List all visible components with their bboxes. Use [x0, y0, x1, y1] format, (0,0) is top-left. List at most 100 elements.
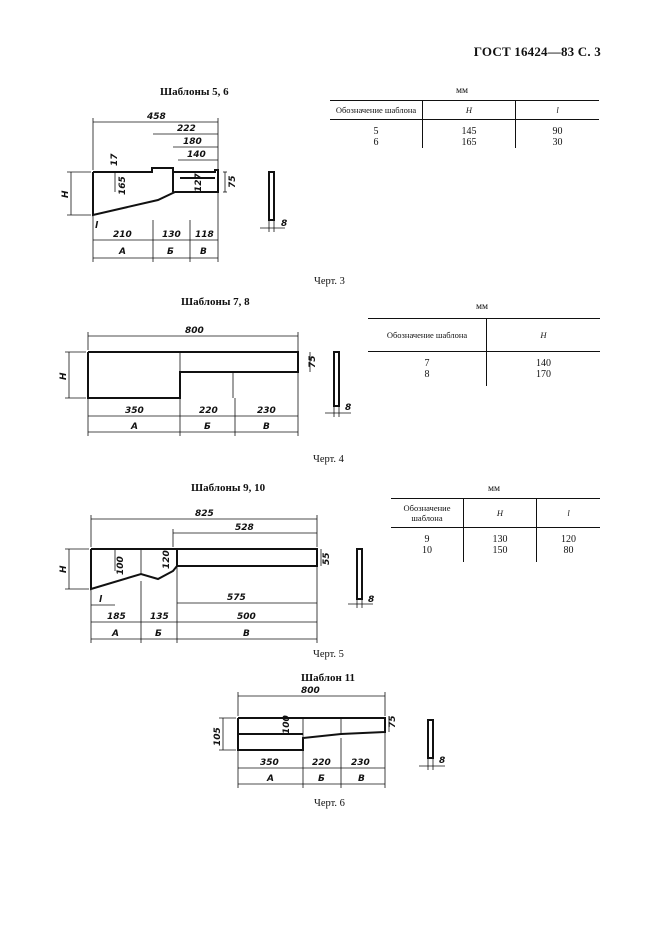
- dim-75: 75: [308, 355, 318, 368]
- figure-caption: Черт. 3: [314, 276, 345, 287]
- dim-overall: 458: [146, 112, 166, 122]
- table-unit: мм: [488, 484, 501, 494]
- page-header: ГОСТ 16424—83 С. 3: [473, 44, 601, 59]
- dim-l: l: [95, 221, 99, 231]
- cell-value: 130: [492, 534, 508, 545]
- dim-140: 140: [187, 150, 206, 160]
- figure-caption: Черт. 5: [313, 649, 344, 660]
- dim-127: 127: [194, 172, 204, 192]
- cell-value: 80: [563, 545, 574, 556]
- dim-thick: 8: [281, 219, 287, 229]
- table-unit: мм: [476, 302, 489, 312]
- table-unit: мм: [456, 86, 469, 96]
- dim-75: 75: [388, 715, 398, 728]
- col-header-l: l: [515, 100, 599, 120]
- cell-value: 8: [424, 369, 430, 380]
- zone-B: Б: [204, 422, 211, 432]
- dim-120: 120: [162, 550, 172, 569]
- figure-caption: Черт. 4: [313, 454, 344, 465]
- dim-222: 222: [177, 124, 196, 134]
- zone-B: Б: [167, 247, 174, 257]
- zone-A: А: [130, 422, 138, 432]
- drawing-templates-9-10: 825 528 100 120 55 H l 575 185 135 500 А…: [59, 509, 374, 643]
- cell-value: 6: [373, 137, 379, 148]
- figure-title: Шаблоны 9, 10: [191, 482, 266, 494]
- dim-H: H: [59, 372, 69, 380]
- col-header-H: H: [463, 498, 537, 528]
- dim-thick: 8: [368, 595, 374, 605]
- drawing-templates-7-8: 800 H 75 350 220 230 А Б В 8: [59, 326, 351, 436]
- dim-seg1: 350: [260, 758, 279, 768]
- dim-seg1: 210: [113, 230, 132, 240]
- zone-A: А: [111, 629, 119, 639]
- figure-title: Шаблоны 5, 6: [160, 86, 229, 98]
- dim-100: 100: [116, 556, 126, 575]
- cell-value: 120: [561, 534, 576, 545]
- cell-value: 5: [373, 126, 379, 137]
- dim-528: 528: [235, 523, 254, 533]
- cell-value: 165: [461, 137, 477, 148]
- dim-seg3: 230: [351, 758, 370, 768]
- dim-thick: 8: [345, 403, 351, 413]
- dim-seg2: 130: [162, 230, 181, 240]
- dim-seg3: 118: [195, 230, 214, 240]
- zone-V: В: [358, 774, 365, 784]
- zone-B: Б: [155, 629, 162, 639]
- dim-l: l: [99, 595, 103, 605]
- dim-105: 105: [213, 727, 223, 746]
- dim-180: 180: [183, 137, 202, 147]
- dim-seg1: 185: [107, 612, 126, 622]
- dim-575: 575: [227, 593, 246, 603]
- dim-overall: 800: [185, 326, 204, 336]
- dim-seg3: 500: [237, 612, 256, 622]
- cell-value: 7: [424, 358, 430, 369]
- col-header-H: H: [422, 100, 516, 120]
- col-header-H: H: [486, 318, 600, 352]
- cell-value: 10: [422, 545, 432, 556]
- dim-overall: 800: [301, 686, 320, 696]
- dim-seg3: 230: [257, 406, 276, 416]
- drawing-template-11: 800 100 75 105 350 220 230 А Б В 8: [213, 686, 445, 788]
- dim-17: 17: [110, 153, 120, 166]
- col-header-designation: Обозначение шаблона: [368, 318, 487, 352]
- zone-V: В: [243, 629, 250, 639]
- zone-V: В: [263, 422, 270, 432]
- cell-value: 30: [552, 137, 563, 148]
- zone-B: Б: [318, 774, 325, 784]
- zone-A: А: [118, 247, 126, 257]
- dim-seg2: 220: [199, 406, 218, 416]
- dim-thick: 8: [439, 756, 445, 766]
- dim-overall: 825: [195, 509, 214, 519]
- dim-seg2: 220: [312, 758, 331, 768]
- cell-value: 90: [552, 126, 563, 137]
- figure-caption: Черт. 6: [314, 798, 345, 809]
- col-header-designation: Обозначение шаблона: [391, 498, 464, 528]
- cell-value: 145: [461, 126, 477, 137]
- col-header-designation: Обозначение шаблона: [330, 100, 423, 120]
- dim-seg1: 350: [125, 406, 144, 416]
- figure-title: Шаблон 11: [301, 672, 355, 684]
- dim-55: 55: [322, 552, 332, 565]
- dim-75: 75: [228, 175, 238, 188]
- dim-165: 165: [118, 176, 128, 195]
- col-header-l: l: [536, 498, 600, 528]
- dim-100: 100: [282, 715, 292, 734]
- dim-H: H: [61, 190, 71, 198]
- drawing-templates-5-6: 458 222 180 140 17 165 127 75 H l 210 13…: [61, 112, 287, 262]
- cell-value: 150: [492, 545, 508, 556]
- figure-title: Шаблоны 7, 8: [181, 296, 250, 308]
- zone-A: А: [266, 774, 274, 784]
